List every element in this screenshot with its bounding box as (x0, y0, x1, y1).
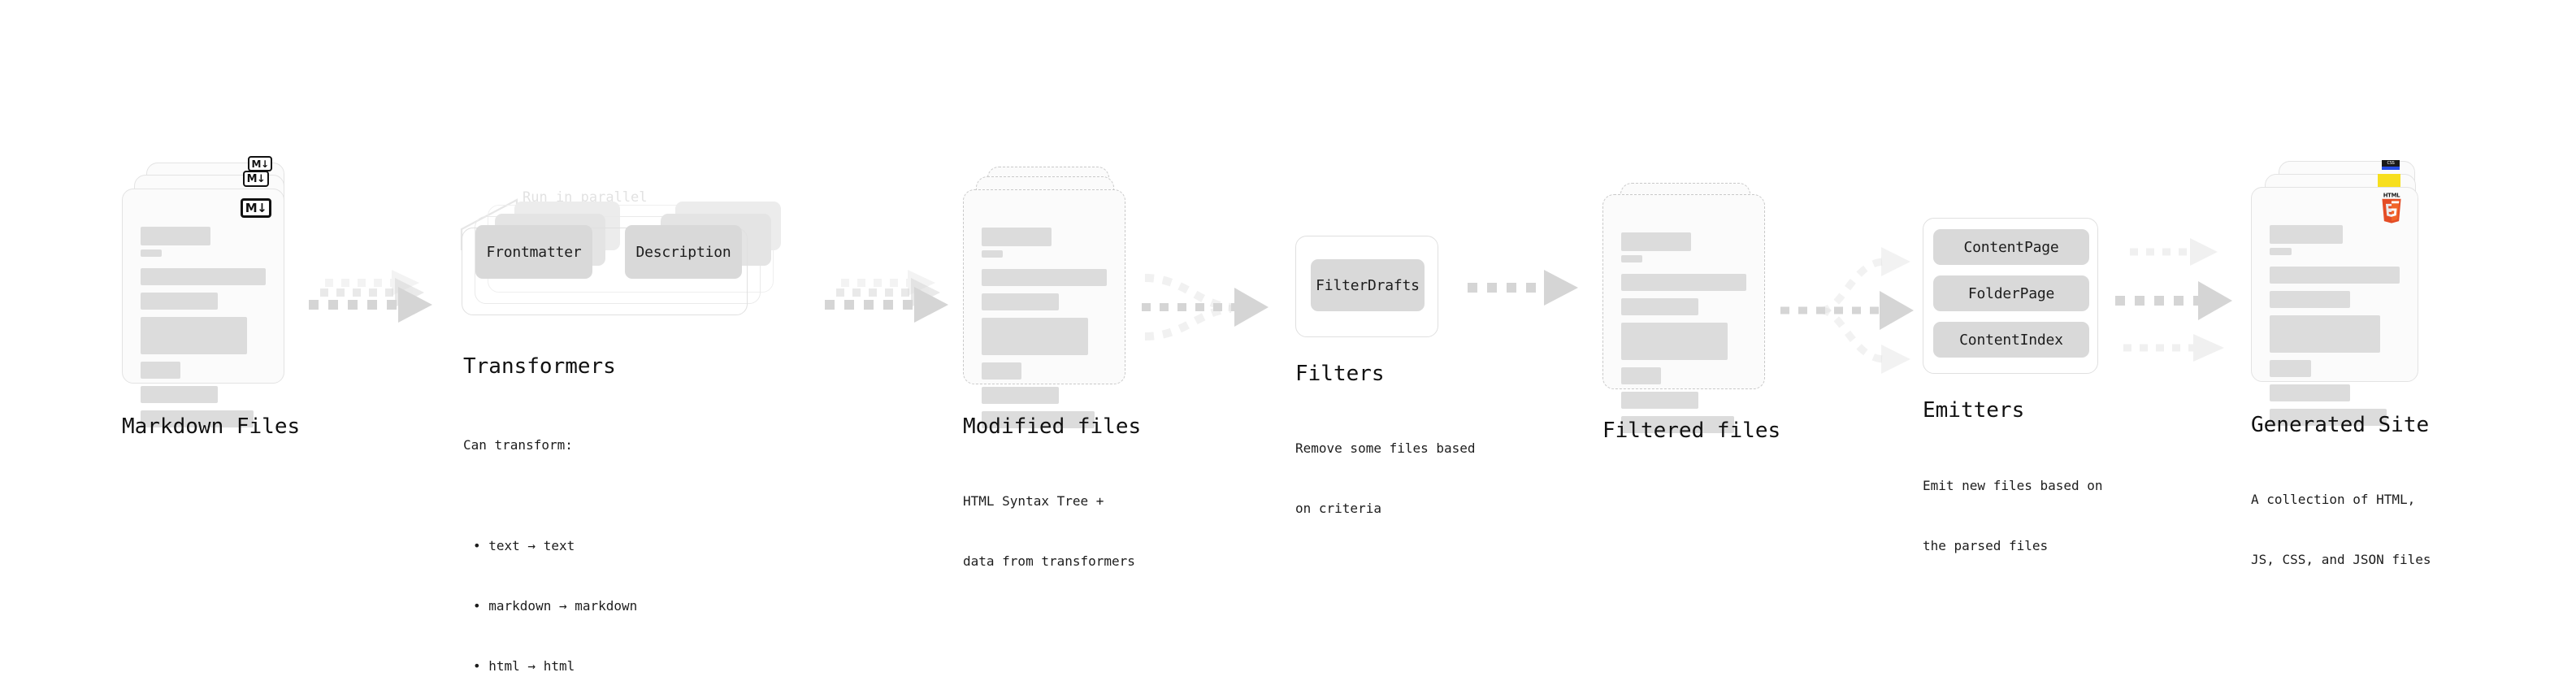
transformer-chip-frontmatter[interactable]: Frontmatter (475, 225, 592, 279)
placeholder-line (141, 227, 211, 245)
stage-filters: FilterDrafts Filters Remove some files b… (1295, 236, 1476, 516)
emitters-group-box: ContentPage FolderPage ContentIndex (1923, 218, 2098, 374)
transformers-group-front: Frontmatter Description (462, 225, 748, 315)
modified-file-stack (963, 167, 1150, 428)
filter-chip-filterdrafts[interactable]: FilterDrafts (1311, 259, 1425, 311)
placeholder-line (982, 293, 1060, 310)
filters-group-box: FilterDrafts (1295, 236, 1438, 337)
transformers-stack: Frontmatter Description (445, 185, 787, 332)
transformers-bullet: • markdown → markdown (473, 597, 638, 614)
stage-emitters: ContentPage FolderPage ContentIndex Emit… (1923, 218, 2103, 553)
placeholder-line (982, 362, 1022, 380)
placeholder-line (2270, 248, 2292, 255)
filters-caption-line: Remove some files based (1295, 440, 1476, 456)
placeholder-line (982, 387, 1060, 404)
generated-site-caption-line: JS, CSS, and JSON files (2251, 551, 2431, 567)
placeholder-line (141, 386, 219, 403)
placeholder-line (982, 250, 1004, 258)
html5-icon: HTML (2379, 192, 2405, 223)
stage-title-generated-site: Generated Site (2251, 413, 2430, 437)
js-icon (2378, 174, 2400, 187)
placeholder-line (1621, 323, 1728, 360)
filters-caption-line: on criteria (1295, 500, 1381, 516)
modified-files-caption-line: data from transformers (963, 553, 1135, 569)
modified-files-caption-line: HTML Syntax Tree + (963, 492, 1104, 509)
arrow-filters-to-filtered (1468, 270, 1578, 306)
markdown-icon: M↓ (243, 171, 269, 187)
placeholder-line (141, 249, 163, 257)
emitter-chip-contentindex[interactable]: ContentIndex (1933, 322, 2089, 358)
placeholder-line (2270, 409, 2387, 426)
markdown-icon: M↓ (241, 198, 271, 218)
svg-text:HTML: HTML (2383, 193, 2400, 198)
arrow-modified-to-filters-converging (1142, 274, 1268, 340)
stage-generated-site: CSS HTML (2251, 160, 2446, 567)
placeholder-line (982, 318, 1088, 355)
placeholder-line (1621, 255, 1643, 262)
stage-title-markdown-files: Markdown Files (122, 414, 301, 439)
emitter-chip-folderpage[interactable]: FolderPage (1933, 275, 2089, 311)
arrow-markdown-to-transformers (309, 270, 432, 323)
emitters-caption-line: the parsed files (1923, 537, 2049, 553)
stage-filtered-files: Filtered files (1602, 183, 1789, 443)
placeholder-line (2270, 360, 2312, 377)
placeholder-line (2270, 291, 2351, 308)
placeholder-line (141, 410, 254, 427)
document-placeholder-lines (1621, 232, 1746, 440)
document-placeholder-lines (982, 228, 1107, 436)
transformers-caption: Can transform: • text → text • markdown … (463, 395, 637, 681)
markdown-card-front: M↓ (122, 189, 284, 427)
emitters-caption-line: Emit new files based on (1923, 477, 2103, 493)
modified-files-caption: HTML Syntax Tree + data from transformer… (963, 451, 1135, 612)
transformers-bullet: • html → html (473, 658, 575, 674)
modified-card-front (963, 189, 1125, 428)
transformers-bullet-list: • text → text • markdown → markdown • ht… (463, 496, 637, 681)
placeholder-line (141, 293, 219, 310)
markdown-file-stack: M↓ M↓ M↓ (122, 156, 309, 427)
document-placeholder-lines (2270, 225, 2400, 433)
emitter-chip-contentpage[interactable]: ContentPage (1933, 229, 2089, 265)
generated-site-caption: A collection of HTML, JS, CSS, and JSON … (2251, 449, 2431, 610)
placeholder-line (2270, 384, 2351, 401)
stage-title-filters: Filters (1295, 362, 1385, 386)
stage-title-modified-files: Modified files (963, 414, 1142, 439)
placeholder-line (141, 317, 247, 354)
transformers-bullet: • text → text (473, 537, 575, 553)
filtered-card-front (1602, 194, 1765, 433)
filters-caption: Remove some files based on criteria (1295, 398, 1476, 559)
stage-title-filtered-files: Filtered files (1602, 419, 1781, 443)
generated-card-front-html: HTML (2251, 187, 2418, 426)
emitters-caption: Emit new files based on the parsed files (1923, 436, 2103, 596)
placeholder-line (982, 269, 1107, 286)
stage-title-emitters: Emitters (1923, 398, 2025, 423)
generated-site-caption-line: A collection of HTML, (2251, 491, 2416, 507)
arrow-transformers-to-modified (825, 270, 948, 323)
placeholder-line (1621, 416, 1734, 433)
css-icon: CSS (2382, 160, 2400, 170)
stage-transformers: Run in parallel (445, 185, 787, 674)
transformer-chip-description[interactable]: Description (625, 225, 742, 279)
transformers-caption-head: Can transform: (463, 436, 573, 453)
placeholder-line (982, 411, 1095, 428)
placeholder-line (1621, 232, 1692, 251)
placeholder-line (1621, 298, 1699, 315)
arrow-emitters-to-generated-site (2115, 238, 2232, 362)
placeholder-line (2270, 267, 2400, 284)
filtered-file-stack (1602, 183, 1789, 433)
stage-title-transformers: Transformers (463, 354, 616, 379)
arrow-filtered-to-emitters-diverging (1780, 247, 1914, 374)
placeholder-line (1621, 274, 1746, 291)
generated-site-stack: CSS HTML (2251, 160, 2446, 426)
placeholder-line (2270, 315, 2380, 353)
placeholder-line (141, 362, 181, 379)
stage-modified-files: Modified files HTML Syntax Tree + data f… (963, 167, 1150, 569)
placeholder-line (1621, 367, 1662, 384)
placeholder-line (141, 268, 266, 285)
placeholder-line (1621, 392, 1699, 409)
document-placeholder-lines (141, 227, 266, 435)
placeholder-line (982, 228, 1052, 246)
markdown-icon: M↓ (248, 156, 272, 171)
placeholder-line (2270, 225, 2343, 244)
stage-markdown-files: M↓ M↓ M↓ Markdown Files (122, 156, 309, 439)
